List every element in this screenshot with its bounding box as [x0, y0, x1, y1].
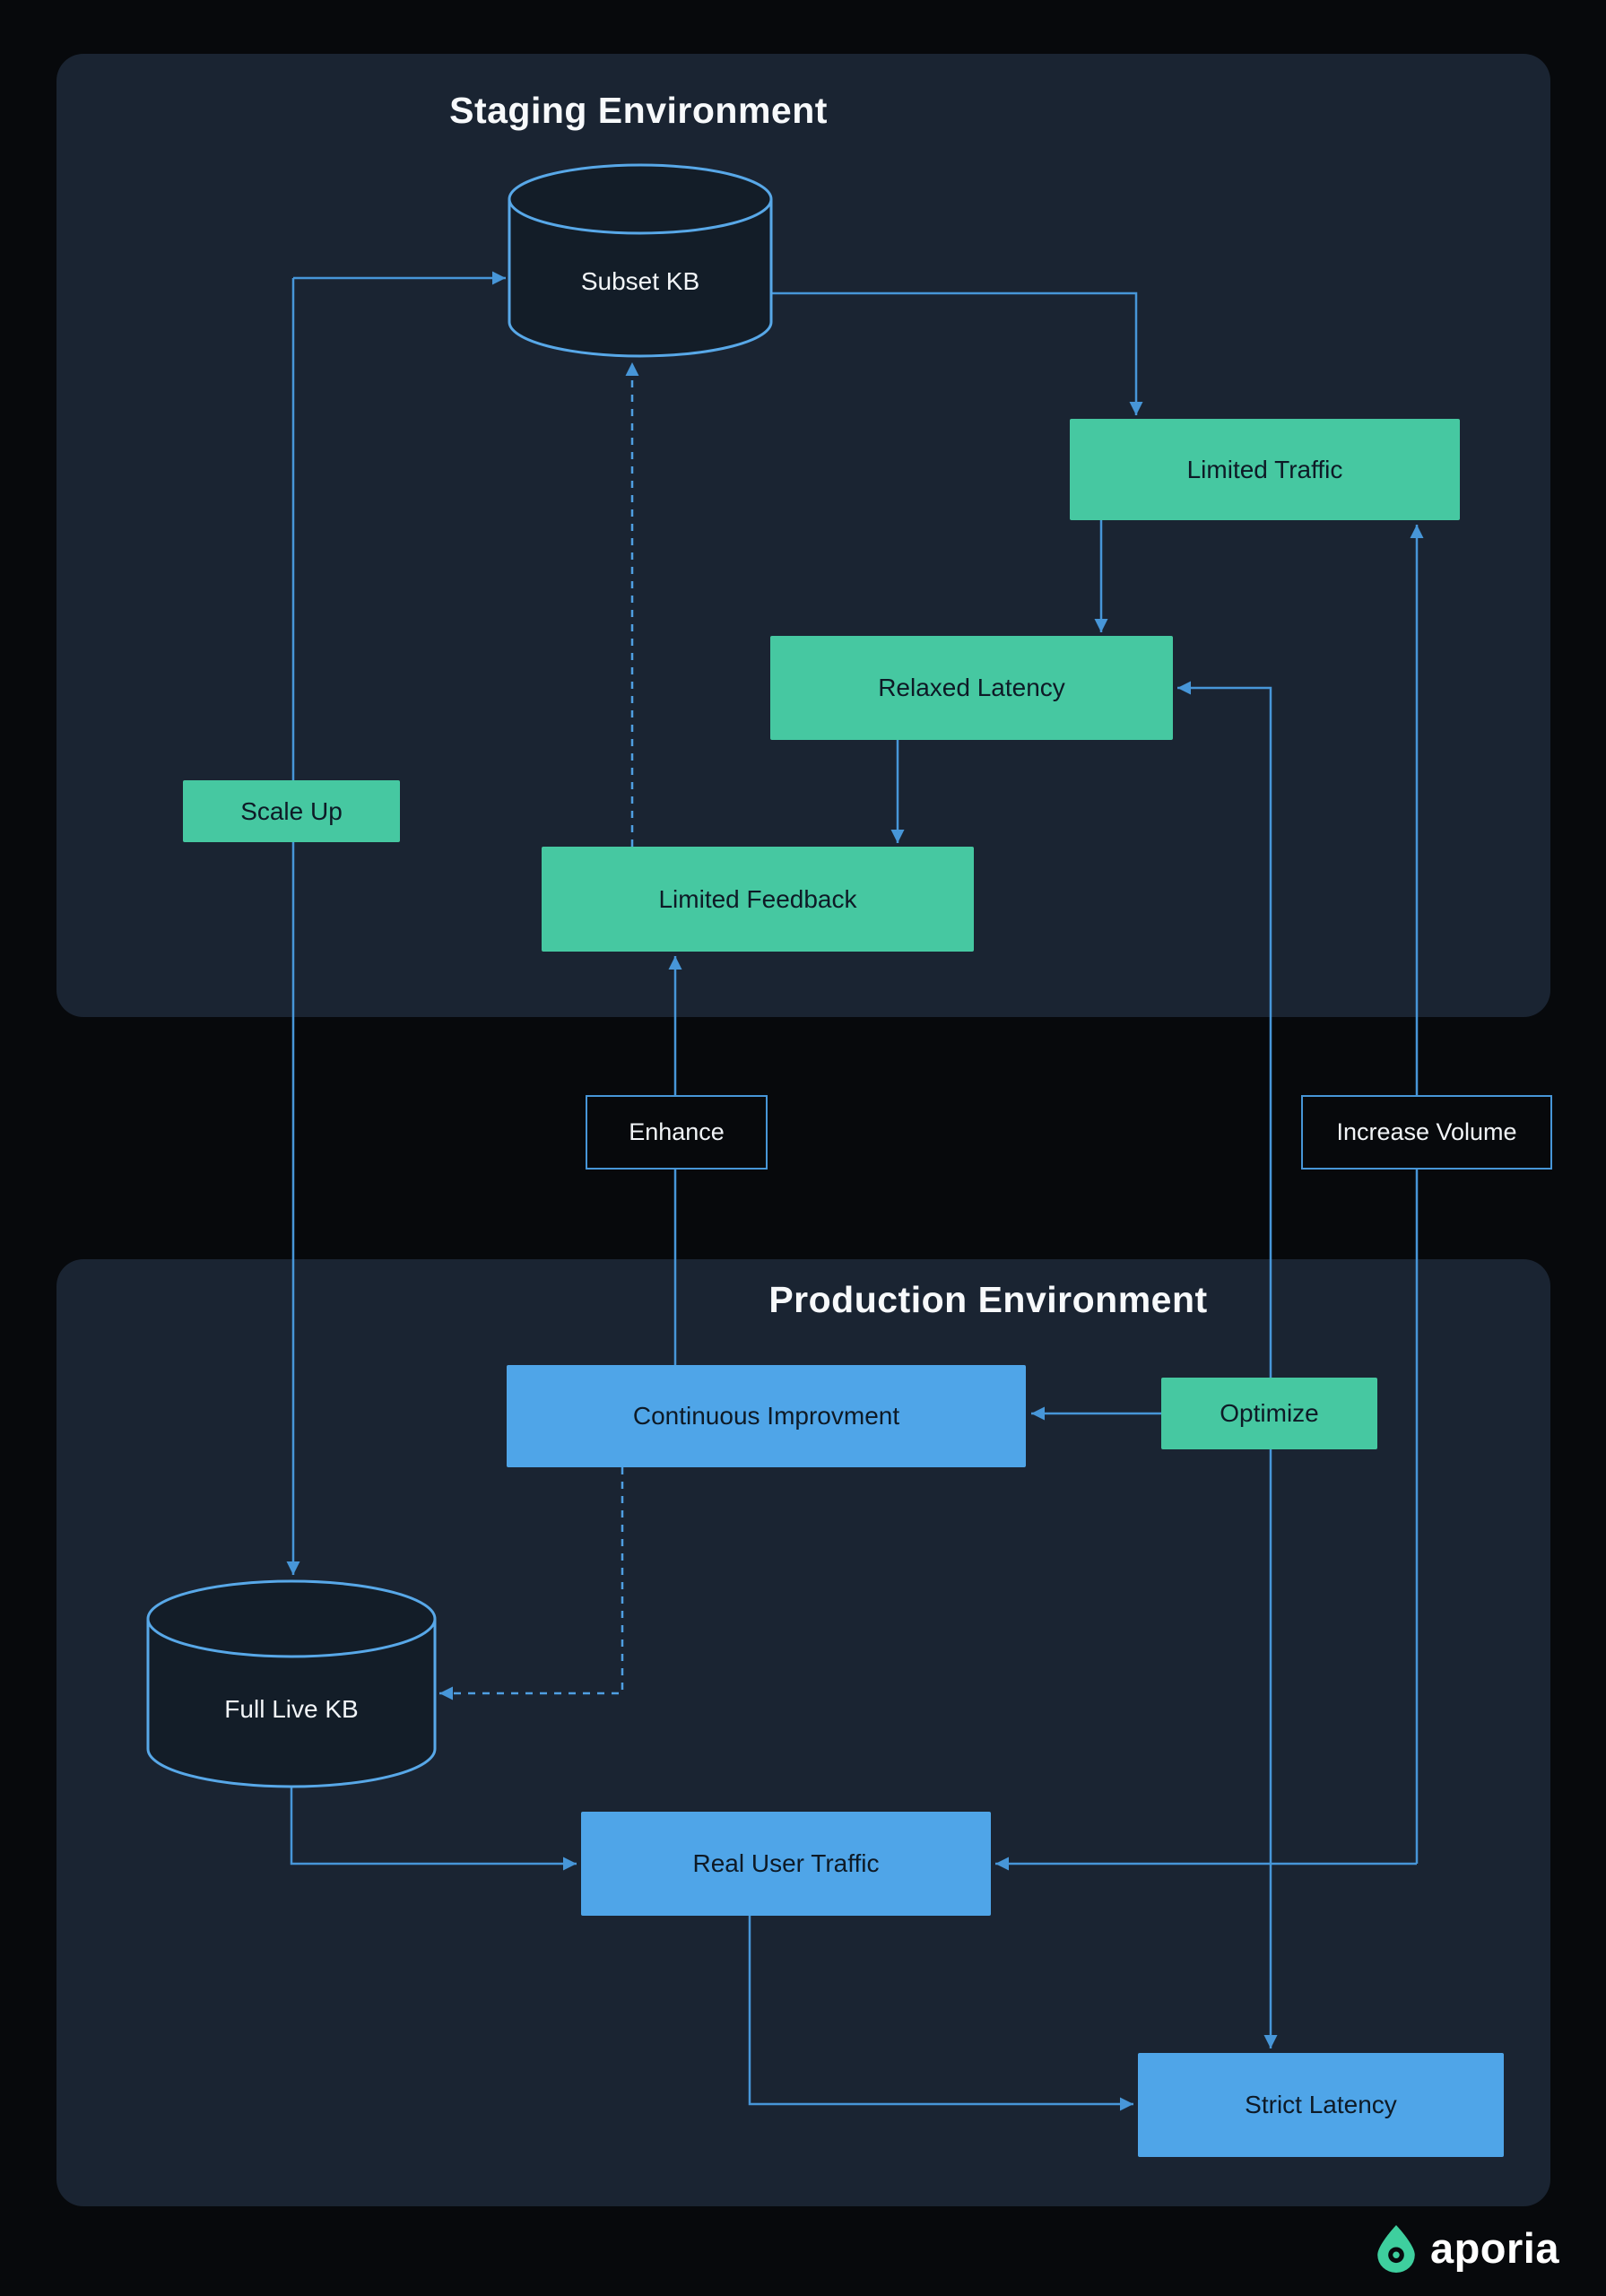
node-enhance: Enhance	[586, 1095, 768, 1170]
node-limited-feedback: Limited Feedback	[542, 847, 974, 952]
edge-subset-kb-to-limited-traffic	[771, 291, 1143, 415]
edge-full-live-kb-to-real-user-traffic	[290, 1787, 577, 1871]
node-relaxed-latency: Relaxed Latency	[770, 636, 1173, 740]
node-continuous-improvement: Continuous Improvment	[507, 1365, 1026, 1467]
full-live-kb-label: Full Live KB	[224, 1695, 359, 1723]
edge-continuous-improvement-to-full-live-kb-dashed	[439, 1467, 624, 1700]
node-limited-traffic: Limited Traffic	[1070, 419, 1460, 520]
production-environment-title: Production Environment	[768, 1279, 1208, 1320]
aporia-logo-icon	[1377, 2224, 1415, 2273]
node-strict-latency: Strict Latency	[1138, 2053, 1504, 2157]
staging-environment-title: Staging Environment	[449, 90, 828, 131]
node-real-user-traffic: Real User Traffic	[581, 1812, 991, 1916]
full-live-kb-cylinder	[146, 1579, 437, 1788]
node-scale-up: Scale Up	[183, 780, 400, 842]
subset-kb-label: Subset KB	[580, 267, 700, 295]
node-optimize: Optimize	[1161, 1378, 1377, 1449]
edge-real-user-traffic-to-strict-latency	[748, 1916, 1133, 2111]
aporia-logo-text: aporia	[1429, 2224, 1559, 2272]
node-increase-volume: Increase Volume	[1301, 1095, 1552, 1170]
edge-optimize-to-relaxed-latency	[1177, 681, 1272, 1378]
subset-kb-cylinder	[508, 163, 773, 358]
aporia-logo: aporia	[1376, 2223, 1559, 2273]
